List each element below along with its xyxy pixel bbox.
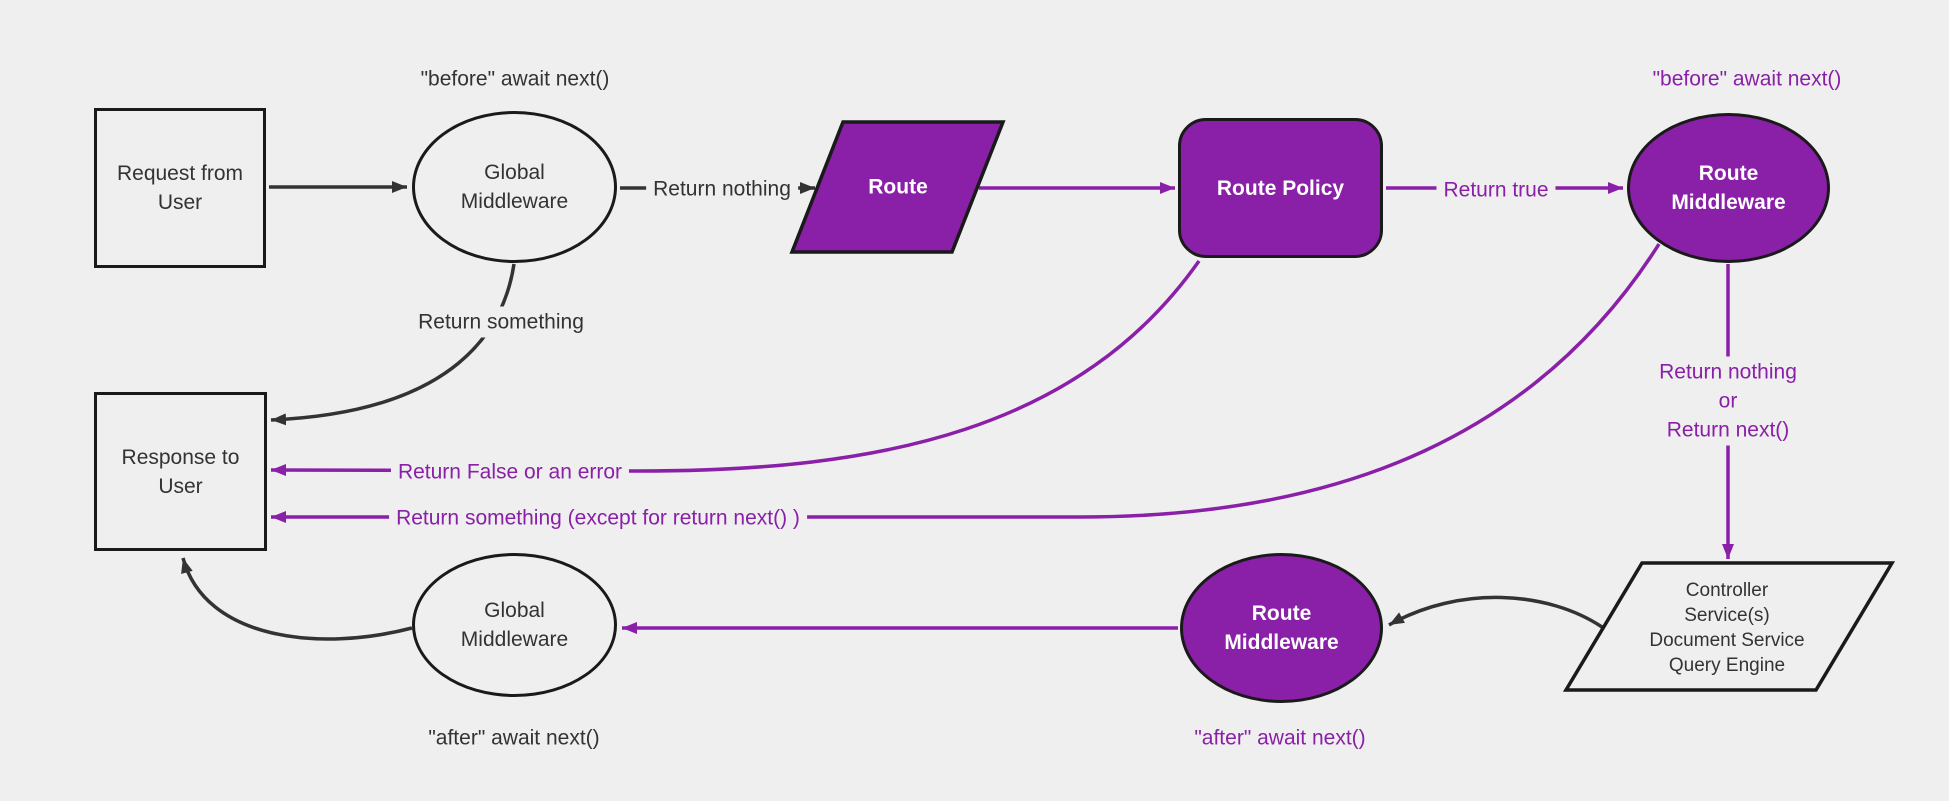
before-await-next-route-label: "before" await next() (1652, 67, 1842, 91)
response-to-user-label: Response to User (121, 445, 240, 498)
return-nothing-label: Return nothing (646, 173, 798, 205)
edge-global-middleware-bottom-to-response (181, 557, 413, 641)
edge-services-to-route-middleware-bottom (1388, 595, 1603, 629)
global-middleware-top-node: Global Middleware (412, 111, 617, 263)
before-await-next-global-label: "before" await next() (420, 67, 610, 91)
services-node-label: Controller Service(s) Document Service Q… (1649, 580, 1805, 676)
route-policy-label: Route Policy (1216, 176, 1345, 200)
request-from-user-node: Request from User (94, 108, 266, 268)
global-middleware-top-label: Global Middleware (460, 161, 569, 213)
return-true-label: Return true (1436, 174, 1556, 206)
services-node-shape (1562, 561, 1896, 692)
global-middleware-bottom-node: Global Middleware (412, 553, 617, 697)
return-something-except-label: Return something (except for return next… (389, 502, 807, 534)
global-middleware-bottom-label: Global Middleware (460, 599, 569, 651)
route-node-label: Route (868, 175, 928, 199)
edge-route-middleware-return-something-except (271, 243, 1661, 523)
route-middleware-top-label: Route Middleware (1671, 162, 1786, 214)
response-to-user-node: Response to User (94, 392, 267, 551)
route-node-shape (789, 120, 1006, 254)
route-middleware-bottom-node: Route Middleware (1180, 553, 1383, 703)
after-await-next-global-label: "after" await next() (428, 726, 600, 750)
return-nothing-or-next-label: Return nothing or Return next() (1652, 356, 1804, 446)
return-something-label: Return something (411, 306, 591, 338)
request-from-user-label: Request from User (116, 162, 244, 214)
edge-route-policy-return-false (270, 259, 1201, 477)
return-false-or-error-label: Return False or an error (390, 456, 630, 488)
after-await-next-route-label: "after" await next() (1194, 726, 1366, 750)
route-middleware-bottom-label: Route Middleware (1224, 602, 1339, 654)
edge-global-middleware-return-something (270, 263, 516, 426)
route-policy-node: Route Policy (1178, 118, 1383, 258)
route-middleware-top-node: Route Middleware (1627, 113, 1830, 263)
